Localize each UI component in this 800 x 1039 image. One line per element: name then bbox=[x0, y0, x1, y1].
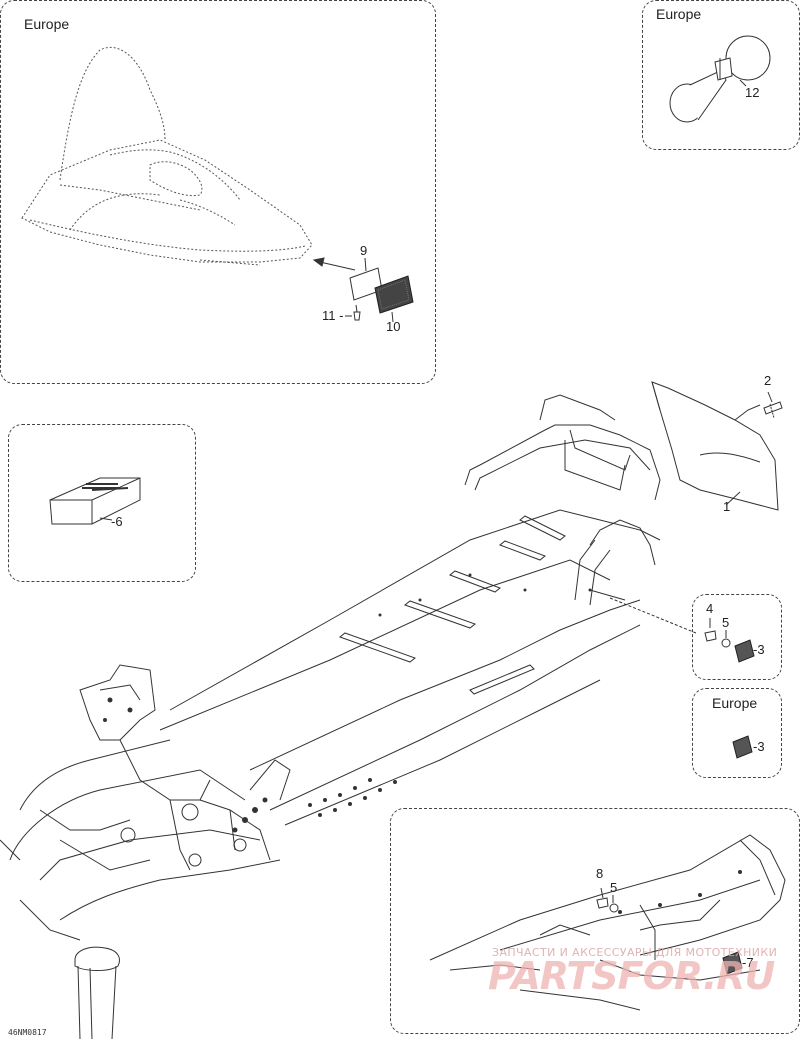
drawing-code: 46NM0817 bbox=[8, 1028, 47, 1037]
callout-8: 8 bbox=[596, 866, 604, 881]
block-6-drawing bbox=[49, 477, 141, 525]
callout-3-upper: -3 bbox=[753, 642, 765, 657]
callout-2: 2 bbox=[764, 373, 772, 388]
flap-1-drawing bbox=[651, 381, 779, 511]
rear-tunnel-drawing bbox=[429, 834, 786, 1011]
inset-rear-tunnel bbox=[390, 808, 800, 1034]
fastener-kit-3-4-5 bbox=[704, 618, 755, 663]
region-label-europe-horn: Europe bbox=[656, 6, 702, 22]
watermark-subtitle: ЗАПЧАСТИ И АКСЕССУАРЫ ДЛЯ МОТОТЕХНИКИ bbox=[492, 946, 778, 959]
callout-12: 12 bbox=[745, 85, 760, 100]
callout-5-lower: 5 bbox=[610, 880, 618, 895]
callout-10: 10 bbox=[386, 319, 401, 334]
hood-windshield-drawing bbox=[21, 46, 313, 266]
callout-7: -7 bbox=[742, 955, 754, 970]
callout-4: 4 bbox=[706, 601, 714, 616]
reflector-3-europe bbox=[732, 735, 753, 759]
callout-11: 11 - bbox=[322, 308, 344, 323]
screw-11 bbox=[345, 304, 361, 321]
region-label-europe-hood: Europe bbox=[24, 16, 70, 32]
inset-block bbox=[8, 424, 196, 582]
region-label-europe-reflector: Europe bbox=[712, 695, 758, 711]
inset-horn-europe bbox=[642, 0, 800, 150]
horn-12-drawing bbox=[669, 35, 771, 123]
hood-arrow bbox=[312, 257, 356, 271]
callout-1: 1 bbox=[723, 499, 731, 514]
callout-6: -6 bbox=[111, 514, 123, 529]
callout-9: 9 bbox=[360, 243, 368, 258]
callout-3-europe: -3 bbox=[753, 739, 765, 754]
inset-fasteners bbox=[692, 594, 782, 680]
watermark-brand: PARTSFOR.RU bbox=[488, 954, 775, 998]
fastener-2 bbox=[763, 391, 783, 419]
frame-tunnel-drawing bbox=[0, 394, 697, 1039]
callout-5-upper: 5 bbox=[722, 615, 730, 630]
inset-hood-europe bbox=[0, 0, 436, 384]
inset-reflector-europe bbox=[692, 688, 782, 778]
reflector-10 bbox=[374, 275, 414, 323]
